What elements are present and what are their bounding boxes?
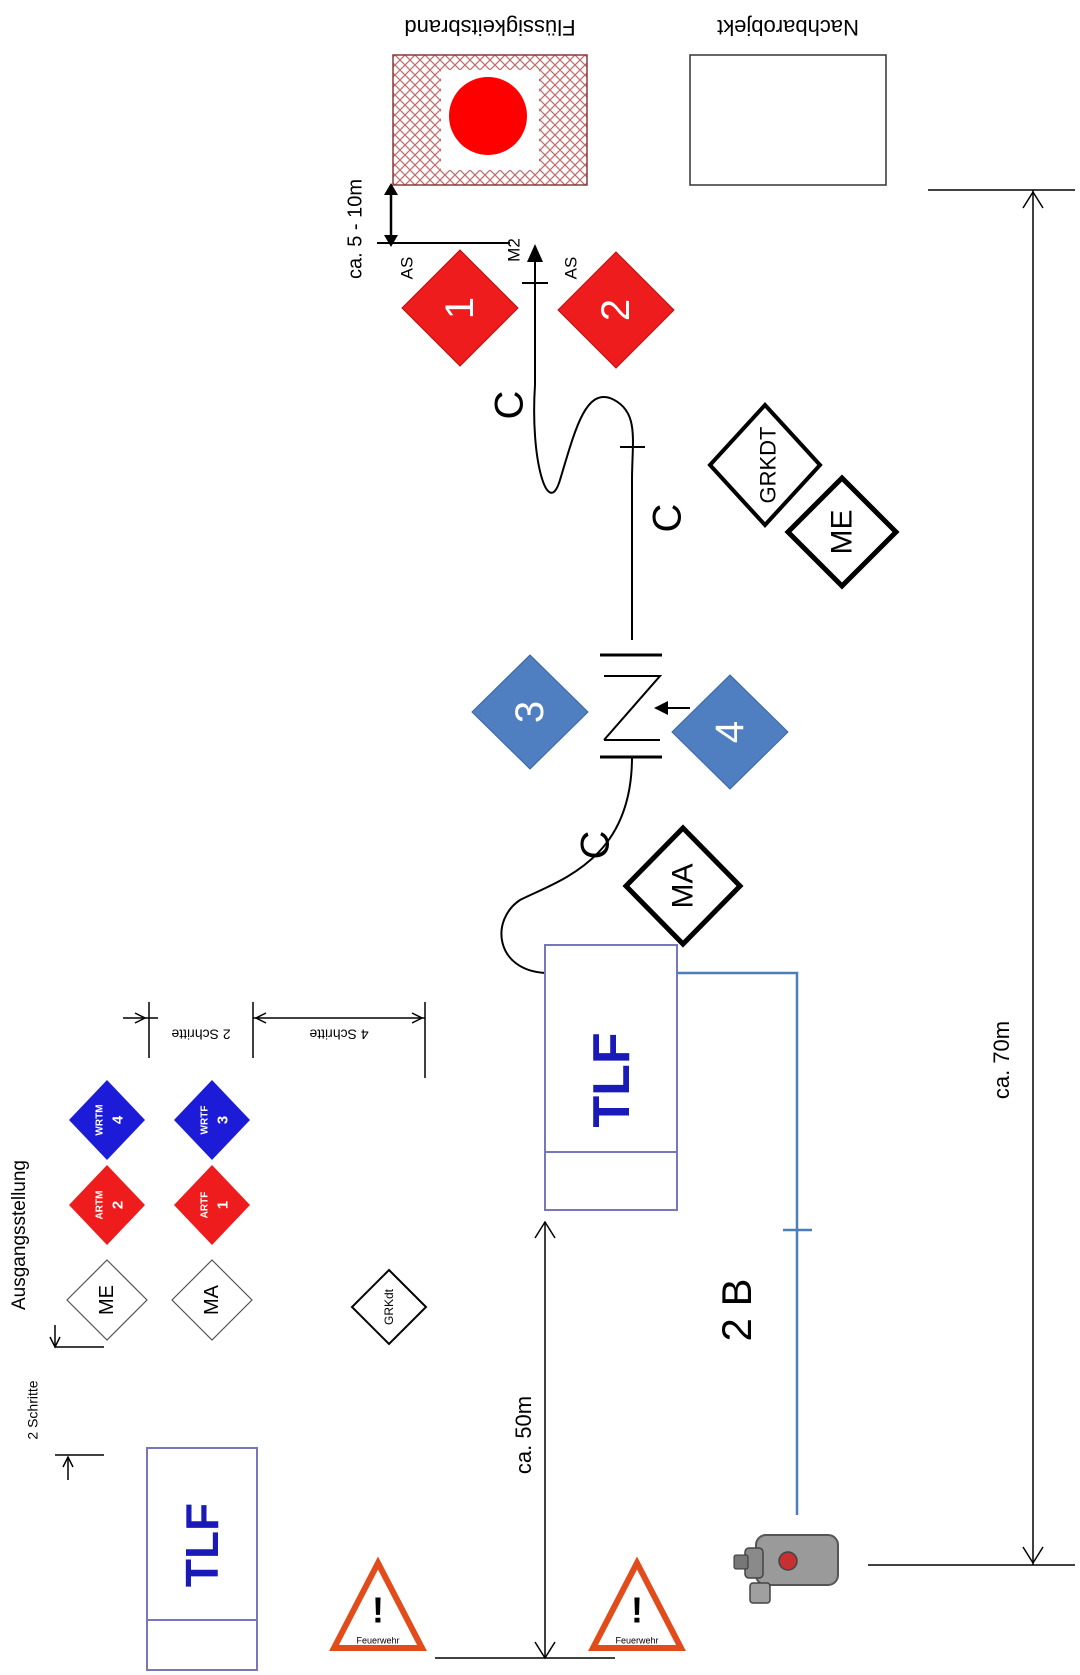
steps-marker-left <box>49 1325 104 1480</box>
distributor <box>600 653 690 759</box>
water-troop-3-number: 3 <box>508 701 552 723</box>
formation-artf: ARTF 1 <box>174 1165 250 1245</box>
formation-ma-label: MA <box>201 1284 223 1315</box>
me-label: ME <box>826 510 859 555</box>
attack-troop-2: 2 <box>557 251 675 369</box>
fire-distance-marker <box>377 183 510 247</box>
artm-number: 2 <box>110 1201 127 1209</box>
c-hose-lower <box>500 756 633 974</box>
warning-triangle-right: ! Feuerwehr <box>588 1556 686 1651</box>
steps-marker-top <box>123 1002 426 1078</box>
formation-ma: MA <box>171 1259 253 1341</box>
as-right-label: AS <box>561 257 580 280</box>
wrtf-number: 3 <box>215 1116 232 1124</box>
warning-left-icon: ! <box>372 1590 384 1631</box>
two-steps-label-top: 2 Schritte <box>171 1026 230 1042</box>
nozzle-arrow-icon <box>527 244 543 262</box>
tlf-distance-label: ca. 50m <box>511 1396 536 1474</box>
wrtm-number: 4 <box>110 1115 127 1124</box>
formation-me-label: ME <box>96 1285 118 1315</box>
water-troop-4: 4 <box>671 674 789 790</box>
grkdt-label: GRKDT <box>756 427 781 504</box>
total-distance-label: ca. 70m <box>989 1021 1014 1099</box>
attack-troop-1: 1 <box>401 249 519 367</box>
attack-troop-2-number: 2 <box>594 299 638 321</box>
artf-number: 1 <box>215 1201 232 1209</box>
hydrant-icon <box>733 1534 839 1604</box>
formation-title: Ausgangsstellung <box>9 1160 30 1310</box>
b-line-label: 2 B <box>713 1278 760 1341</box>
ma-label: MA <box>667 864 700 909</box>
water-troop-4-number: 4 <box>708 721 752 743</box>
m2-label: M2 <box>504 238 523 262</box>
messenger-marker: ME <box>784 474 900 590</box>
warning-right-icon: ! <box>631 1590 643 1631</box>
formation-grkdt-label: GRKdt <box>382 1288 396 1325</box>
tlf-vehicle-formation: TLF <box>146 1447 258 1671</box>
machinist-marker: MA <box>622 824 744 948</box>
wrtm-label: WRTM <box>95 1104 106 1135</box>
c-line-label-3: C <box>574 831 618 860</box>
c-line-label-2: C <box>646 504 690 533</box>
formation-grkdt: GRKdt <box>350 1268 428 1346</box>
as-left-label: AS <box>397 257 416 280</box>
artm-label: ARTM <box>95 1191 106 1220</box>
formation-wrtf: WRTF 3 <box>174 1080 250 1160</box>
warning-left-label: Feuerwehr <box>356 1635 399 1645</box>
formation-me: ME <box>66 1259 148 1341</box>
fire-object <box>392 54 588 186</box>
water-troop-3: 3 <box>471 654 589 770</box>
formation-wrtm: WRTM 4 <box>69 1080 145 1160</box>
warning-right-label: Feuerwehr <box>615 1635 658 1645</box>
b-hose <box>677 971 799 1515</box>
fire-label: Flüssigkeitsbrand <box>404 15 575 40</box>
tlf-distance-marker <box>435 1220 615 1660</box>
fire-icon <box>449 77 527 155</box>
tlf-vehicle: TLF <box>544 944 678 1211</box>
warning-triangle-left: ! Feuerwehr <box>329 1556 427 1651</box>
c-line-label-1: C <box>488 391 532 420</box>
formation-artm: ARTM 2 <box>69 1165 145 1245</box>
group-commander-marker: GRKDT <box>707 402 823 528</box>
c-hose-upper <box>533 384 634 640</box>
tlf-small-label: TLF <box>176 1503 228 1587</box>
attack-troop-1-number: 1 <box>438 297 482 319</box>
neighbor-label: Nachbarobjekt <box>717 15 859 40</box>
total-distance-marker <box>868 189 1075 1566</box>
fire-distance-label: ca. 5 - 10m <box>344 179 366 279</box>
artf-label: ARTF <box>200 1192 211 1219</box>
tlf-main-label: TLF <box>583 1032 641 1127</box>
two-steps-label-left: 2 Schritte <box>25 1380 41 1439</box>
wrtf-label: WRTF <box>200 1106 211 1135</box>
four-steps-label: 4 Schritte <box>309 1026 368 1042</box>
neighbor-building <box>689 54 887 186</box>
